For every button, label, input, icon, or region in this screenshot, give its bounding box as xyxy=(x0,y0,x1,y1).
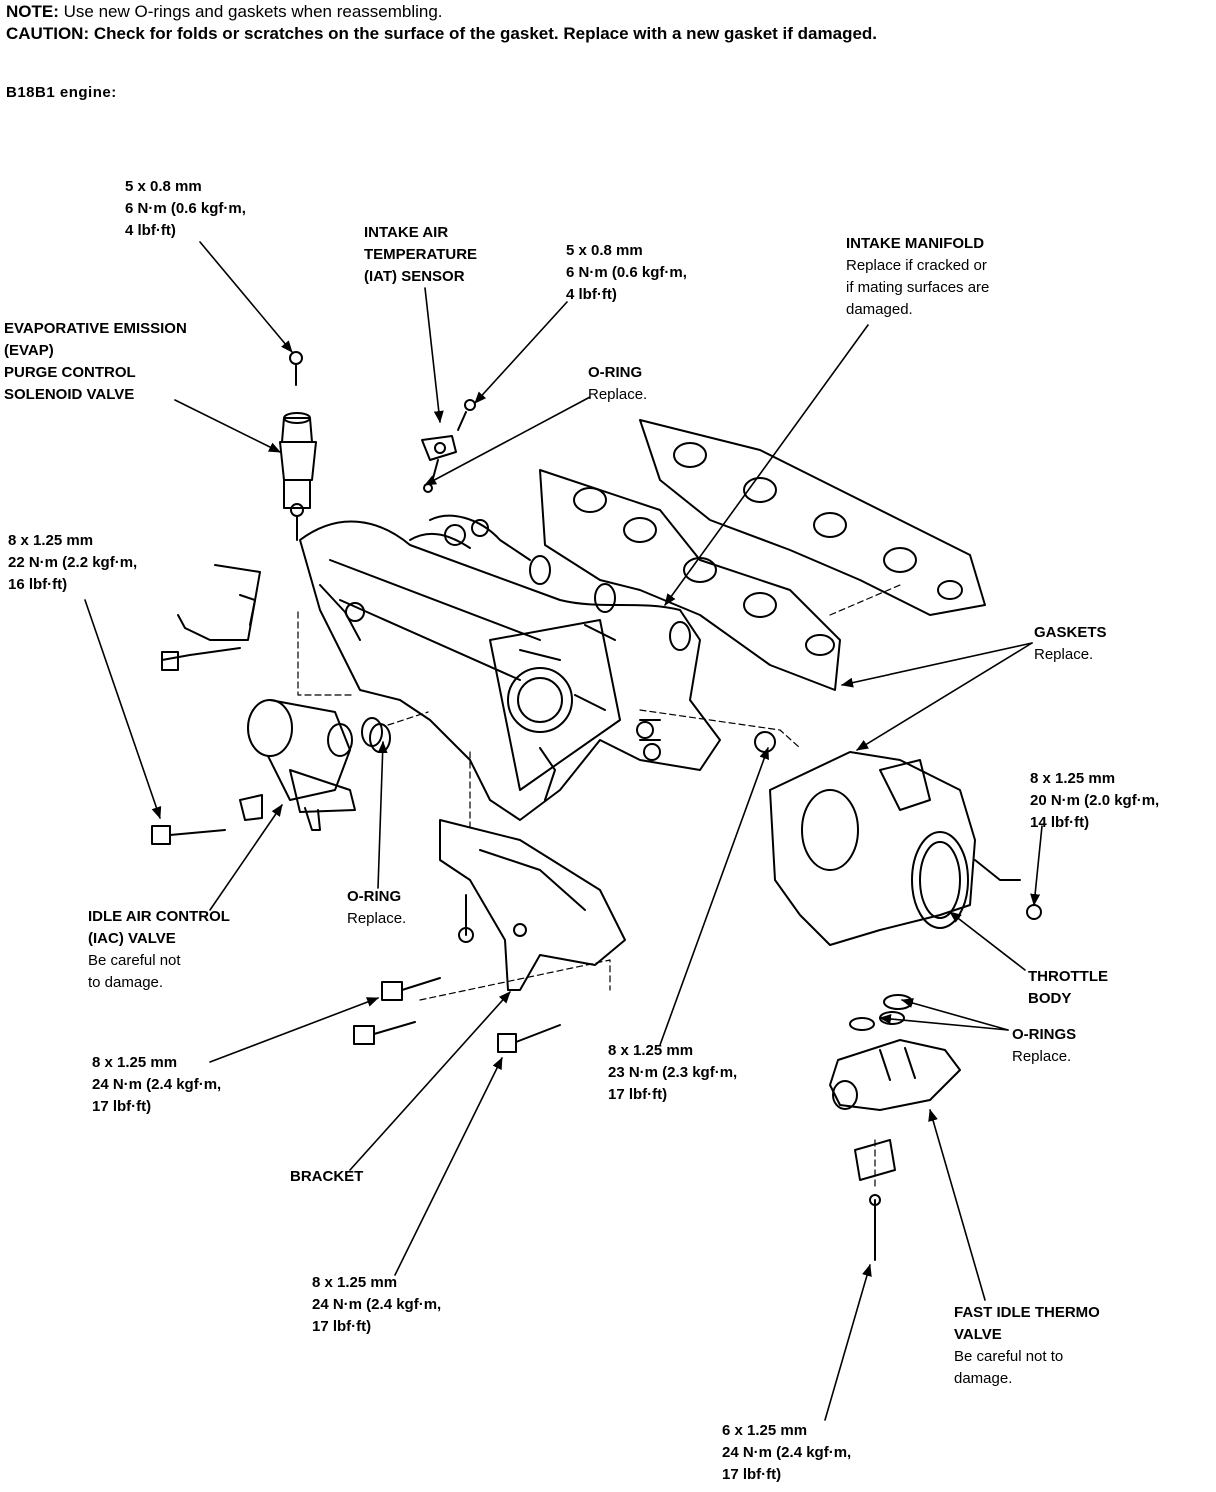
o-ring-top-note: Replace. xyxy=(588,386,648,403)
bolt-lower-left-torque-lbf: 17 lbf·ft) xyxy=(92,1098,152,1115)
o-ring-mid-label: O-RING Replace. xyxy=(347,886,406,930)
bolt-lower-left-size: 8 x 1.25 mm xyxy=(92,1054,178,1071)
iat-sensor-label: INTAKE AIR TEMPERATURE (IAT) SENSOR xyxy=(364,222,477,288)
throttle-body-label: THROTTLE BODY xyxy=(1028,966,1108,1010)
leader-lines xyxy=(84,241,1043,1421)
iac-note-1: Be careful not xyxy=(88,952,181,969)
intake-manifold-label: INTAKE MANIFOLD Replace if cracked or if… xyxy=(846,233,989,321)
intake-manifold-title: INTAKE MANIFOLD xyxy=(846,235,985,252)
bolt-bracket-bottom-spec: 8 x 1.25 mm 24 N·m (2.4 kgf·m, 17 lbf·ft… xyxy=(312,1272,441,1338)
intake-manifold-note-3: damaged. xyxy=(846,301,913,318)
bolt-bracket-left-spec: 8 x 1.25 mm 22 N·m (2.2 kgf·m, 16 lbf·ft… xyxy=(8,530,137,596)
iat-line-1: INTAKE AIR xyxy=(364,224,449,241)
bolt-bottom-torque-lbf: 17 lbf·ft) xyxy=(722,1466,782,1483)
o-ring-mid-note: Replace. xyxy=(347,910,407,927)
bolt-lower-left-spec: 8 x 1.25 mm 24 N·m (2.4 kgf·m, 17 lbf·ft… xyxy=(92,1052,221,1118)
gaskets-label: GASKETS Replace. xyxy=(1034,622,1107,666)
gaskets-drawing xyxy=(539,419,986,691)
lower-left-bolts-drawing xyxy=(151,794,561,1053)
throttle-body-line-2: BODY xyxy=(1028,990,1072,1007)
evap-valve-label: EVAPORATIVE EMISSION (EVAP) PURGE CONTRO… xyxy=(4,318,187,406)
bolt-center-spec: 8 x 1.25 mm 23 N·m (2.3 kgf·m, 17 lbf·ft… xyxy=(608,1040,737,1106)
o-rings-mid-drawing xyxy=(361,717,776,753)
o-ring-top-title: O-RING xyxy=(588,364,643,381)
o-rings-right-title: O-RINGS xyxy=(1012,1026,1077,1043)
bolt-bracket-bottom-torque-lbf: 17 lbf·ft) xyxy=(312,1318,372,1335)
evap-valve-drawing xyxy=(279,351,317,541)
bolt-iat-size: 5 x 0.8 mm xyxy=(566,242,643,259)
bolt-top-size: 5 x 0.8 mm xyxy=(125,178,202,195)
evap-line-3: PURGE CONTROL xyxy=(4,364,136,381)
bolt-top-torque-lbf: 4 lbf·ft) xyxy=(125,222,176,239)
evap-line-4: SOLENOID VALVE xyxy=(4,386,135,403)
evap-line-2: (EVAP) xyxy=(4,342,54,359)
o-ring-mid-title: O-RING xyxy=(347,888,402,905)
engine-title: B18B1 engine: xyxy=(6,84,117,101)
bolt-throttle-size: 8 x 1.25 mm xyxy=(1030,770,1116,787)
o-rings-right-note: Replace. xyxy=(1012,1048,1072,1065)
caution-key: CAUTION: xyxy=(6,24,90,43)
bracket-label: BRACKET xyxy=(290,1166,363,1188)
fast-idle-title-1: FAST IDLE THERMO xyxy=(954,1304,1100,1321)
iat-line-3: (IAT) SENSOR xyxy=(364,268,465,285)
fast-idle-thermo-valve-drawing xyxy=(829,1039,961,1261)
iat-sensor-drawing xyxy=(421,399,476,493)
o-rings-right-drawing xyxy=(849,994,913,1031)
fast-idle-thermo-valve-label: FAST IDLE THERMO VALVE Be careful not to… xyxy=(954,1302,1100,1390)
bolt-iat-spec: 5 x 0.8 mm 6 N·m (0.6 kgf·m, 4 lbf·ft) xyxy=(566,240,687,306)
bolt-bracket-left-size: 8 x 1.25 mm xyxy=(8,532,94,549)
note-key: NOTE: xyxy=(6,2,59,21)
iac-title-1: IDLE AIR CONTROL xyxy=(88,908,230,925)
bolt-lower-left-torque-nm: 24 N·m (2.4 kgf·m, xyxy=(92,1076,222,1093)
iac-valve-drawing xyxy=(247,699,356,831)
bolt-bottom-torque-nm: 24 N·m (2.4 kgf·m, xyxy=(722,1444,852,1461)
gaskets-note: Replace. xyxy=(1034,646,1094,663)
bolt-throttle-torque-nm: 20 N·m (2.0 kgf·m, xyxy=(1030,792,1160,809)
bolt-bottom-size: 6 x 1.25 mm xyxy=(722,1422,808,1439)
iac-title-2: (IAC) VALVE xyxy=(88,930,176,947)
upper-bracket-drawing xyxy=(161,564,261,671)
note-line: NOTE: Use new O-rings and gaskets when r… xyxy=(6,2,443,22)
gaskets-title: GASKETS xyxy=(1034,624,1107,641)
iat-line-2: TEMPERATURE xyxy=(364,246,478,263)
evap-line-1: EVAPORATIVE EMISSION xyxy=(4,320,187,337)
fast-idle-title-2: VALVE xyxy=(954,1326,1002,1343)
bolt-bracket-bottom-size: 8 x 1.25 mm xyxy=(312,1274,398,1291)
bolt-iat-torque-lbf: 4 lbf·ft) xyxy=(566,286,617,303)
fast-idle-note-1: Be careful not to xyxy=(954,1348,1064,1365)
bolt-bracket-bottom-torque-nm: 24 N·m (2.4 kgf·m, xyxy=(312,1296,442,1313)
bolt-top-spec: 5 x 0.8 mm 6 N·m (0.6 kgf·m, 4 lbf·ft) xyxy=(125,176,246,242)
caution-line: CAUTION: Check for folds or scratches on… xyxy=(6,24,877,44)
bracket-drawing xyxy=(439,819,626,991)
bolt-center-torque-lbf: 17 lbf·ft) xyxy=(608,1086,668,1103)
note-text: Use new O-rings and gaskets when reassem… xyxy=(63,2,443,21)
bolt-bottom-spec: 6 x 1.25 mm 24 N·m (2.4 kgf·m, 17 lbf·ft… xyxy=(722,1420,851,1486)
intake-manifold-drawing xyxy=(299,514,721,821)
o-rings-right-label: O-RINGS Replace. xyxy=(1012,1024,1076,1068)
bolt-bracket-left-torque-nm: 22 N·m (2.2 kgf·m, xyxy=(8,554,138,571)
intake-manifold-note-2: if mating surfaces are xyxy=(846,279,990,296)
bracket-title: BRACKET xyxy=(290,1168,364,1185)
bolt-throttle-torque-lbf: 14 lbf·ft) xyxy=(1030,814,1090,831)
caution-text: Check for folds or scratches on the surf… xyxy=(93,24,878,43)
bolt-throttle-spec: 8 x 1.25 mm 20 N·m (2.0 kgf·m, 14 lbf·ft… xyxy=(1030,768,1159,834)
iac-note-2: to damage. xyxy=(88,974,164,991)
o-ring-top-label: O-RING Replace. xyxy=(588,362,647,406)
bolt-center-size: 8 x 1.25 mm xyxy=(608,1042,694,1059)
throttle-body-drawing xyxy=(769,751,1042,946)
bolt-bracket-left-torque-lbf: 16 lbf·ft) xyxy=(8,576,68,593)
bolt-center-torque-nm: 23 N·m (2.3 kgf·m, xyxy=(608,1064,738,1081)
throttle-body-line-1: THROTTLE xyxy=(1028,968,1108,985)
bolt-iat-torque-nm: 6 N·m (0.6 kgf·m, xyxy=(566,264,687,281)
iac-valve-label: IDLE AIR CONTROL (IAC) VALVE Be careful … xyxy=(88,906,230,994)
intake-manifold-note-1: Replace if cracked or xyxy=(846,257,987,274)
bolt-top-torque-nm: 6 N·m (0.6 kgf·m, xyxy=(125,200,246,217)
fast-idle-note-2: damage. xyxy=(954,1370,1013,1387)
